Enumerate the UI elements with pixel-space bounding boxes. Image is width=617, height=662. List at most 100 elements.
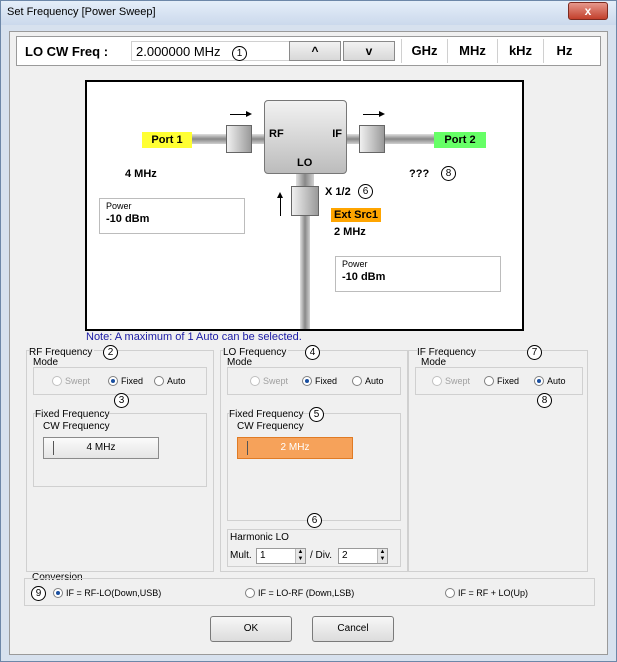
lo-cw-value: 2 MHz <box>280 442 310 453</box>
if-connector <box>359 125 385 153</box>
lo-group-title: LO Frequency <box>223 347 289 358</box>
lo-fixed-title: Fixed Frequency <box>229 409 304 420</box>
decrement-button[interactable]: v <box>343 41 395 61</box>
div-value: 2 <box>342 550 348 561</box>
conversion-up[interactable]: IF = RF + LO(Up) <box>445 588 528 598</box>
lo-mode-swept[interactable]: Swept <box>250 376 288 386</box>
marker-8: 8 <box>537 393 552 408</box>
rf-power-box: Power -10 dBm <box>99 198 245 234</box>
port2-label: Port 2 <box>434 132 486 148</box>
conversion-down-lsb[interactable]: IF = LO-RF (Down,LSB) <box>245 588 354 598</box>
radio-label: Swept <box>263 376 289 386</box>
if-mode-auto[interactable]: Auto <box>534 376 566 386</box>
radio-circle <box>302 376 312 386</box>
ext-source-label: Ext Src1 <box>331 208 382 222</box>
mult-spinner[interactable]: 1 ▲▼ <box>256 548 306 564</box>
if-cable <box>385 134 434 144</box>
spinner-arrows-icon[interactable]: ▲▼ <box>377 549 387 563</box>
unit-ghz-button[interactable]: GHz <box>401 39 447 63</box>
rf-arrow <box>230 111 252 117</box>
rf-mode-fixed[interactable]: Fixed <box>108 376 143 386</box>
rf-power-value: -10 dBm <box>106 213 150 225</box>
title-bar[interactable]: Set Frequency [Power Sweep] x <box>1 1 616 25</box>
radio-circle <box>245 588 255 598</box>
radio-circle <box>154 376 164 386</box>
radio-circle <box>352 376 362 386</box>
spinner-arrows-icon[interactable]: ▲▼ <box>295 549 305 563</box>
rf-cw-frequency-field[interactable]: 4 MHz <box>43 437 159 459</box>
if-frequency-text: ??? <box>409 168 430 180</box>
radio-label: Swept <box>65 376 91 386</box>
cursor-bar <box>53 441 54 455</box>
radio-circle <box>534 376 544 386</box>
radio-label: IF = RF + LO(Up) <box>458 588 529 598</box>
lo-frequency-group: LO Frequency 4 Mode Swept Fixed Auto Fix… <box>220 345 408 572</box>
lo-cw-label: CW Frequency <box>237 421 304 432</box>
if-label: IF <box>332 128 342 140</box>
rf-mode-swept[interactable]: Swept <box>52 376 90 386</box>
ext-frequency-text: 2 MHz <box>334 226 366 238</box>
if-mode-swept[interactable]: Swept <box>432 376 470 386</box>
rf-label: RF <box>269 128 284 140</box>
freq-label: LO CW Freq : <box>25 44 109 59</box>
marker-5: 5 <box>309 407 324 422</box>
lo-cable <box>300 216 310 329</box>
unit-khz-button[interactable]: kHz <box>497 39 543 63</box>
lo-power-value: -10 dBm <box>342 271 386 283</box>
marker-1: 1 <box>232 46 247 61</box>
freq-input[interactable]: 2.000000 MHz <box>131 41 291 61</box>
port1-label: Port 1 <box>142 132 192 148</box>
if-frequency-group: IF Frequency 7 Mode Swept Fixed Auto 8 <box>408 345 588 572</box>
conversion-group: 9 IF = RF-LO(Down,USB) IF = LO-RF (Down,… <box>24 578 595 606</box>
rf-fixed-frequency-box <box>33 413 207 487</box>
ok-button[interactable]: OK <box>210 616 292 642</box>
harmonic-lo-box: Harmonic LO Mult. 1 ▲▼ / Div. 2 ▲▼ <box>227 529 401 567</box>
if-group-title: IF Frequency <box>417 347 478 358</box>
div-label: / Div. <box>310 550 333 561</box>
marker-2: 2 <box>103 345 118 360</box>
lo-mode-auto[interactable]: Auto <box>352 376 384 386</box>
radio-label: Swept <box>445 376 471 386</box>
unit-hz-button[interactable]: Hz <box>543 39 585 63</box>
div-spinner[interactable]: 2 ▲▼ <box>338 548 388 564</box>
rf-fixed-title: Fixed Frequency <box>35 409 110 420</box>
multiplier-text: X 1/2 <box>325 186 351 198</box>
increment-button[interactable]: ^ <box>289 41 341 61</box>
rf-frequency-group: RF Frequency 2 Mode Swept Fixed Auto 3 F… <box>26 345 214 572</box>
rf-mode-label: Mode <box>33 357 59 368</box>
rf-mode-box: Swept Fixed Auto <box>33 367 207 395</box>
marker-9: 9 <box>31 586 46 601</box>
lo-mode-fixed[interactable]: Fixed <box>302 376 337 386</box>
rf-connector <box>226 125 252 153</box>
mult-value: 1 <box>260 550 266 561</box>
cancel-button[interactable]: Cancel <box>312 616 394 642</box>
rf-mode-auto[interactable]: Auto <box>154 376 186 386</box>
conversion-down-usb[interactable]: IF = RF-LO(Down,USB) <box>53 588 161 598</box>
mult-label: Mult. <box>230 550 252 561</box>
close-button[interactable]: x <box>568 2 608 20</box>
radio-circle <box>108 376 118 386</box>
lo-connector <box>291 186 319 216</box>
radio-label: Auto <box>167 376 186 386</box>
rf-cw-label: CW Frequency <box>43 421 110 432</box>
harmonic-lo-title: Harmonic LO <box>230 532 289 543</box>
unit-mhz-button[interactable]: MHz <box>447 39 497 63</box>
lo-label: LO <box>297 157 313 169</box>
radio-label: IF = RF-LO(Down,USB) <box>66 588 162 598</box>
if-mode-fixed[interactable]: Fixed <box>484 376 519 386</box>
lo-stub <box>296 174 314 186</box>
if-stub <box>347 134 359 144</box>
window-title: Set Frequency [Power Sweep] <box>7 6 156 18</box>
lo-arrow <box>277 192 283 216</box>
radio-circle <box>52 376 62 386</box>
rf-cw-value: 4 MHz <box>86 442 116 453</box>
dialog-body: LO CW Freq : 2.000000 MHz 1 ^ v GHz MHz … <box>9 31 608 655</box>
lo-power-caption: Power <box>342 259 368 269</box>
marker-4: 4 <box>305 345 320 360</box>
radio-label: Auto <box>547 376 566 386</box>
lo-cw-frequency-field[interactable]: 2 MHz <box>237 437 353 459</box>
auto-limit-note: Note: A maximum of 1 Auto can be selecte… <box>86 331 302 343</box>
rf-stub <box>252 134 264 144</box>
radio-label: Fixed <box>121 376 144 386</box>
